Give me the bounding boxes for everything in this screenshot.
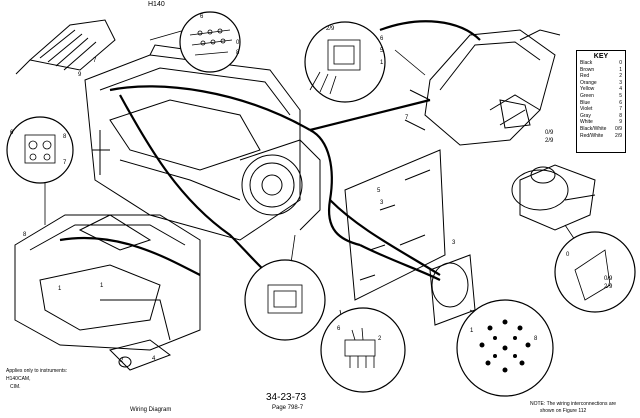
top-label: H140 [148,1,165,8]
callout-number: 1 [380,60,384,66]
callout-number: 2/9 [604,284,613,290]
detail-right-connector [574,249,611,301]
connector-plug-top-left [15,19,116,75]
applies-line-2: H140CAM, [6,376,31,382]
detector-housing [404,29,561,146]
callout-number: 5 [377,188,381,194]
callout-number: 1 [58,286,62,292]
round-connector [429,254,476,326]
detail-circle-left [6,116,74,184]
callout-number: 2/9 [326,26,335,32]
callout-number: 3 [380,200,384,206]
callout-number: 8 [63,134,67,140]
note-line-1: NOTE: The wiring interconnections are [530,401,617,407]
applies-line-1: Applies only to instruments: [6,368,68,374]
page-number: Page 798-7 [272,405,304,411]
callout-number: 6 [200,14,204,20]
detail-left-switch [24,134,56,164]
key-title: KEY [593,53,609,60]
callout-number: 6 [380,36,384,42]
detail-bottom-center-socket [267,284,303,314]
callout-number: 0 [566,252,570,258]
detail-circle-bottom-center [244,259,326,341]
callout-number: 0/9 [545,130,554,136]
callout-number: 8 [23,232,27,238]
callout-number: 7 [93,58,97,64]
callout-number: 0 [236,40,240,46]
detail-circle-right [554,231,636,313]
callout-number: 2 [378,336,382,342]
diagram-caption: Wiring Diagram [130,407,172,413]
detail-circle-top [179,11,241,73]
applies-line-3: CIM. [10,384,21,390]
callout-number: 6 [337,326,341,332]
callout-number: 7 [63,160,67,166]
callout-number: 3 [452,240,456,246]
gauge-center [239,139,321,231]
callout-number: 7 [405,115,409,121]
figure-number: 34-23-73 [266,392,307,403]
instrument-main-body [84,44,301,241]
solenoid-lower [109,339,172,371]
detail-top-center-switch [309,39,361,95]
note-line-2: shown on Figure 112 [540,408,587,414]
callout-number: 2/9 [545,138,554,144]
callout-number: 4 [152,356,156,362]
terminal-board [344,149,446,301]
detail-bottom-relay [344,327,376,368]
detail-top-terminals [189,28,233,56]
detail-circle-top-center [304,21,386,103]
pin-layout [479,319,531,373]
callout-number: 8 [534,336,538,342]
instrument-base-left [14,214,201,351]
callout-number: 1 [100,283,104,289]
callout-number: 2 [120,358,124,364]
callout-number: 1 [470,328,474,334]
callout-number: 8 [236,50,240,56]
callout-number: 5 [380,48,384,54]
callout-number: 6 [10,130,14,136]
motor-right [511,164,596,231]
callout-number: 0/9 [604,276,613,282]
callout-number: 9 [78,72,82,78]
detail-circle-bottom [320,307,406,393]
